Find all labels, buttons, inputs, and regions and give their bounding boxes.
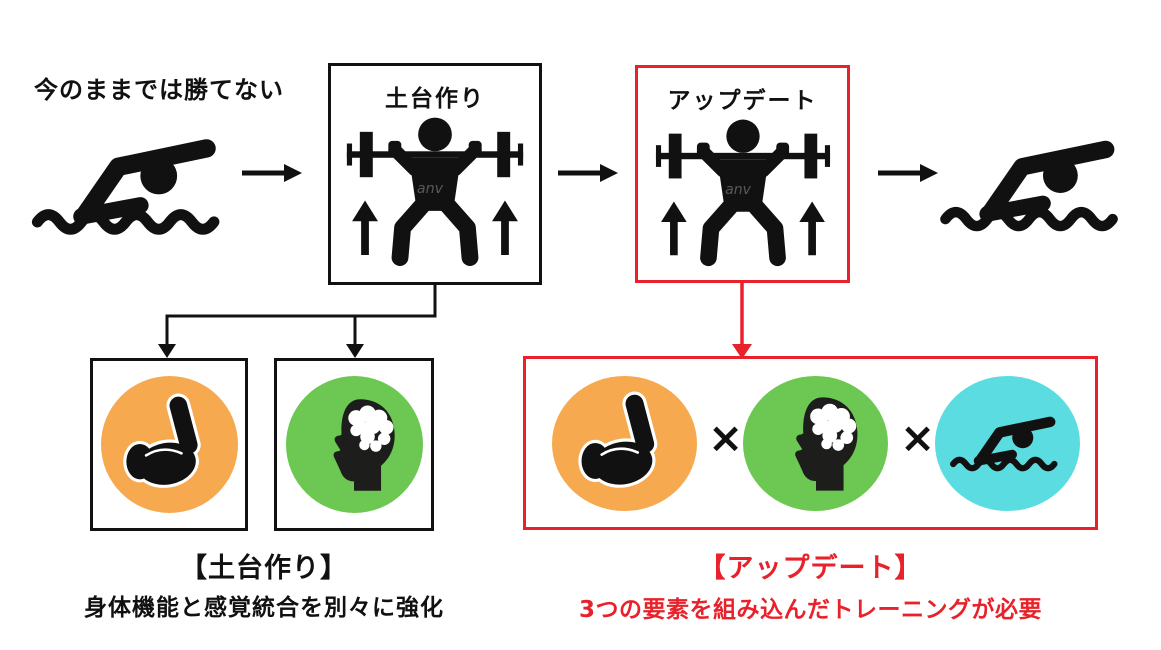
watermark-text: anv	[725, 182, 752, 198]
start-swimmer	[30, 130, 236, 248]
watermark-text: anv	[417, 181, 444, 197]
swimmer-icon	[940, 140, 1118, 232]
brain-head-icon	[794, 396, 857, 491]
muscle-circle	[552, 376, 697, 511]
update-description: 3つの要素を組み込んだトレーニングが必要	[578, 597, 1042, 623]
squat-barbell-icon: anv	[346, 117, 524, 266]
arrow-right-icon	[558, 164, 618, 182]
arrow-right-icon	[878, 164, 938, 182]
foundation-box-title: 土台作り	[385, 86, 485, 112]
brain-circle	[285, 376, 423, 513]
muscle-arm-icon	[577, 391, 657, 488]
update-panel: × ×	[523, 356, 1098, 530]
intro-label: 今のままでは勝てない	[34, 76, 284, 104]
update-box: アップデート anv	[635, 65, 850, 283]
update-heading: 【アップデート】	[698, 553, 923, 584]
muscle-arm-icon	[123, 393, 201, 488]
goal-swimmer	[938, 132, 1134, 244]
foundation-heading: 【土台作り】	[180, 553, 348, 584]
update-box-title: アップデート	[667, 88, 818, 114]
muscle-box	[90, 358, 248, 531]
swimmer-icon	[949, 416, 1058, 471]
brain-circle	[743, 376, 888, 511]
swimmer-icon	[31, 139, 220, 235]
foundation-box: 土台作り anv	[328, 63, 542, 285]
swimmer-circle	[935, 376, 1080, 511]
muscle-circle	[100, 376, 238, 513]
brain-head-icon	[333, 398, 395, 491]
foundation-description: 身体機能と感覚統合を別々に強化	[84, 595, 444, 621]
arrow-right-icon	[242, 164, 302, 182]
multiply-sign: ×	[900, 413, 936, 462]
squat-barbell-icon: anv	[655, 119, 830, 267]
multiply-sign: ×	[708, 413, 744, 462]
brain-box	[274, 358, 434, 531]
